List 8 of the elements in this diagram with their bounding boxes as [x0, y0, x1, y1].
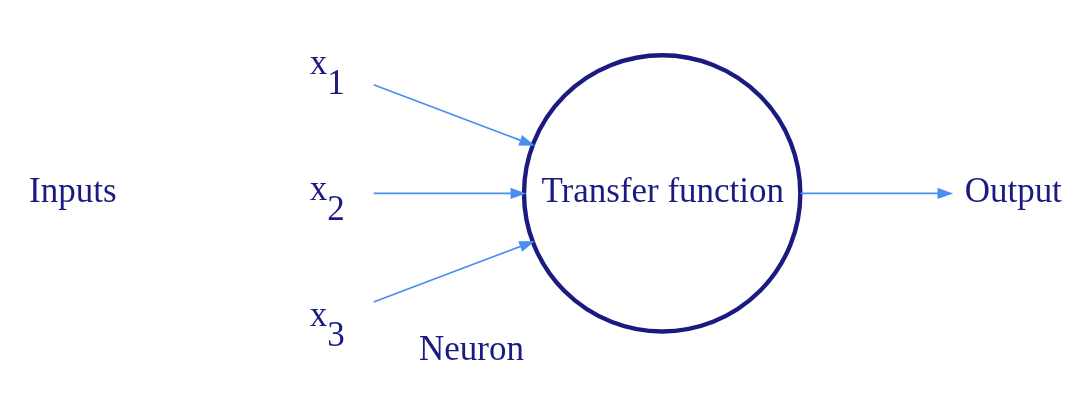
- arrow: [799, 187, 954, 199]
- node-circle: Transfer function: [521, 52, 803, 334]
- node-label: Neuron: [419, 328, 524, 368]
- arrow: [372, 187, 527, 199]
- arrow: [372, 83, 535, 146]
- label: Inputs: [29, 170, 117, 210]
- node-text: Output: [964, 170, 1062, 210]
- arrow: [372, 240, 535, 303]
